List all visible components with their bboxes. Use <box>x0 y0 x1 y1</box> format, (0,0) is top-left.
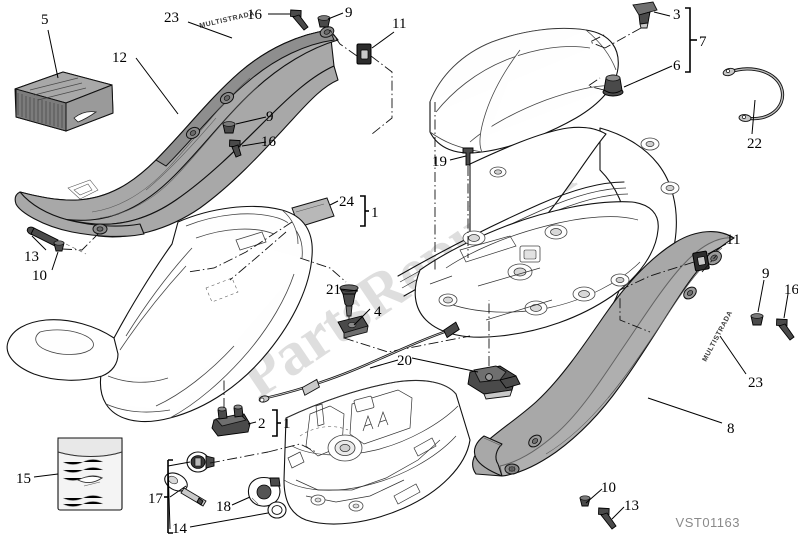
part-collar-bush-right <box>579 495 591 507</box>
callout-13-right: 13 <box>624 498 639 514</box>
callout-1-bot: 1 <box>283 416 291 432</box>
part-lock-nut-ring-14 <box>267 501 287 519</box>
callout-24: 24 <box>339 194 355 210</box>
callout-2: 2 <box>258 416 266 432</box>
callout-21: 21 <box>326 282 341 298</box>
part-bolt-right <box>598 507 617 530</box>
part-grommet-mid <box>222 121 236 134</box>
callout-20: 20 <box>397 353 412 369</box>
callout-19: 19 <box>432 154 447 170</box>
axis-striker-2 <box>588 33 607 49</box>
callout-23-left: 23 <box>164 10 179 26</box>
part-rear-subframe <box>397 126 680 338</box>
part-grommet-right <box>750 313 764 326</box>
axis-lock <box>209 451 269 464</box>
callout-1-top: 1 <box>371 205 379 221</box>
axis-clip-right-2 <box>701 255 717 273</box>
part-screw-top <box>290 9 309 31</box>
part-left-tail-side-panel: MULTISTRADA <box>14 10 339 238</box>
callout-4: 4 <box>374 304 382 320</box>
callout-22: 22 <box>747 136 762 152</box>
axis-plate-4 <box>343 335 471 353</box>
axis-seat-pad <box>187 221 293 273</box>
callout-15: 15 <box>16 471 31 487</box>
part-seat-catch-bracket-2 <box>211 404 251 437</box>
callout-7: 7 <box>699 34 707 50</box>
part-key-17 <box>164 472 207 507</box>
axis-clip-right <box>619 261 695 333</box>
axis-mount <box>586 77 605 91</box>
callout-9-top: 9 <box>345 5 353 21</box>
callout-16-right: 16 <box>784 282 798 298</box>
subframe-mount-bosses <box>438 137 680 316</box>
axis-striker <box>604 27 642 49</box>
callout-6: 6 <box>673 58 681 74</box>
part-seat-latch-mechanism <box>467 365 521 400</box>
callout-17: 17 <box>148 491 164 507</box>
leader-lines <box>31 11 789 530</box>
axis-buffer-2 <box>299 257 347 283</box>
callout-23-right: 23 <box>748 375 763 391</box>
callout-labels: 5 23 16 9 11 12 3 7 6 22 9 16 19 24 1 13… <box>16 5 798 535</box>
callout-10-right: 10 <box>601 480 616 496</box>
callout-9-right: 9 <box>762 266 770 282</box>
callout-16-top: 16 <box>247 7 263 23</box>
part-tail-tray <box>283 379 471 525</box>
part-screw-right <box>776 318 795 341</box>
callout-11-top: 11 <box>392 16 406 32</box>
part-owner-manual-booklet <box>14 71 114 132</box>
part-seat-tether-cable <box>722 67 785 122</box>
part-seat-bolt-19 <box>462 147 474 166</box>
group-brackets <box>164 7 697 534</box>
callout-14: 14 <box>172 521 188 535</box>
axis-clip-top <box>329 29 358 57</box>
callout-3: 3 <box>673 7 681 23</box>
axis-bolt-left <box>61 233 99 251</box>
part-mounting-plate-4 <box>337 315 369 339</box>
callout-18: 18 <box>216 499 231 515</box>
part-retaining-clip-right <box>692 250 710 272</box>
part-passenger-seat <box>429 28 619 154</box>
callout-12: 12 <box>112 50 127 66</box>
callout-10-left: 10 <box>32 268 47 284</box>
part-tool-pouch <box>57 437 123 511</box>
part-lock-barrel-17 <box>186 451 215 473</box>
part-retaining-clip-top <box>356 43 372 65</box>
part-rider-seat <box>6 205 313 423</box>
callout-16-mid: 16 <box>261 134 277 150</box>
part-collar-bush-left <box>53 240 65 252</box>
axis-clip-top-2 <box>370 55 393 135</box>
axis-seat-pad-2 <box>229 231 287 281</box>
part-grommet-top <box>317 15 331 28</box>
callout-13-left: 13 <box>24 249 39 265</box>
part-seat-release-cable <box>258 321 460 403</box>
part-screw-mid <box>229 139 242 158</box>
axis-lock-2 <box>267 443 317 453</box>
reference-code: VST01163 <box>676 515 740 530</box>
callout-9-mid: 9 <box>266 109 274 125</box>
part-seat-rubber-mount <box>602 74 624 97</box>
callout-11-right: 11 <box>726 232 740 248</box>
callout-5: 5 <box>41 12 49 28</box>
part-seat-lock-striker <box>632 1 658 29</box>
callout-8: 8 <box>727 421 735 437</box>
part-lock-housing-18 <box>247 476 281 507</box>
